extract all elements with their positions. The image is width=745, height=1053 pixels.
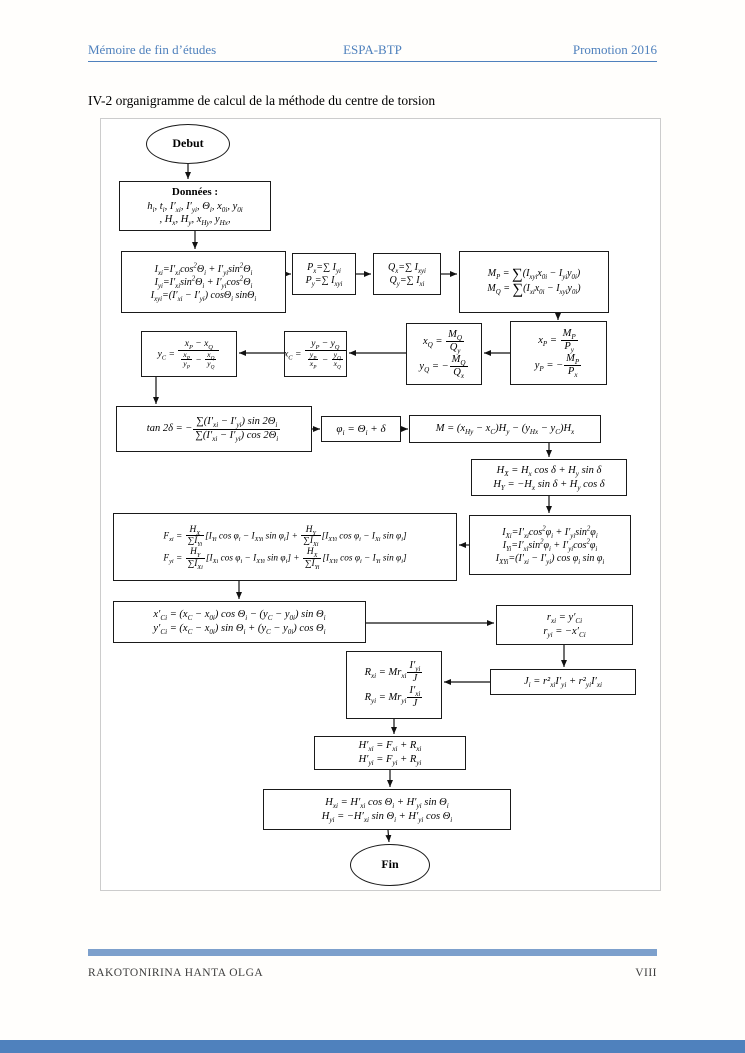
node-inertia-local: Ixi=I′xicos2Θi + I′yisin2Θi Iyi=I′xisin2… — [121, 251, 286, 313]
node-translation-forces: Fxi = HX∑IYi[IYi cos φi − IXYi sin φi] +… — [113, 513, 457, 581]
formula-line: Ji = r²xiI′yi + r²yiI′xi — [523, 676, 603, 690]
bottom-accent-bar — [0, 1040, 745, 1053]
formula-line: φi = Θi + δ — [336, 422, 386, 438]
formula-line: H′yi = Fyi + Ryi — [358, 754, 422, 768]
page-header: Mémoire de fin d’études ESPA-BTP Promoti… — [88, 42, 657, 58]
formula-line: Ixyi=(I′xi − I′yi) cosΘi sinΘi — [150, 289, 257, 303]
formula-line: IXYi=(I′xi − I′yi) cos φi sin φi — [495, 552, 605, 566]
node-moment-m: M = (xHy − xC)Hy − (yHx − yC)Hx — [409, 415, 601, 443]
footer-author: RAKOTONIRINA HANTA OLGA — [88, 967, 264, 979]
node-p-sums: Px=∑ Iyi Py=∑ Ixyi — [292, 253, 356, 295]
formula-line: Fyi = HY∑IXi[IXi cos φi − IXYi sin φi] +… — [163, 547, 407, 571]
footer-rule — [88, 949, 657, 956]
start-label: Debut — [172, 136, 204, 151]
node-h-final: Hxi = H′xi cos Θi + H′yi sin Θi Hyi = −H… — [263, 789, 511, 830]
section-title: IV-2 organigramme de calcul de la méthod… — [88, 93, 436, 108]
formula-line: Iyi=I′xisin2Θi + I′yicos2Θi — [154, 275, 253, 290]
formula-line: rxi = y′Ci — [546, 612, 583, 626]
end-label: Fin — [381, 857, 399, 872]
formula-line: H′xi = Fxi + Rxi — [358, 740, 422, 754]
page-footer: RAKOTONIRINA HANTA OLGA VIII — [88, 967, 657, 979]
node-tan-2delta: tan 2δ = −∑(I′xi − I′yi) sin 2Θi∑(I′xi −… — [116, 406, 312, 452]
formula-line: HY = −Hx sin δ + Hy cos δ — [493, 478, 605, 492]
formula-line: Ixi=I′xicos2Θi + I′yisin2Θi — [154, 262, 253, 277]
formula-line: Qx=∑ Ixyi — [388, 262, 426, 275]
formula-line: Hyi = −H′xi sin Θi + H′yi cos Θi — [321, 810, 453, 824]
formula-line: MQ = ∑(Ixix0i − Ixyiy0i) — [487, 281, 581, 298]
formula-line: Qy=∑ Ixi — [389, 275, 425, 288]
formula-line: IXi=I′xicos2φi + I′yisin2φi — [502, 525, 598, 540]
node-hx-hy-rotated: HX = Hx cos δ + Hy sin δ HY = −Hx sin δ … — [471, 459, 627, 496]
node-debut: Debut — [146, 124, 230, 164]
flowchart: Debut Données : hi, ti, I′xi, I′yi, Θi, … — [100, 118, 661, 891]
header-right: Promotion 2016 — [572, 42, 657, 57]
node-phi: φi = Θi + δ — [321, 416, 401, 442]
node-q-sums: Qx=∑ Ixyi Qy=∑ Ixi — [373, 253, 441, 295]
formula-line: x′Ci = (xC − x0i) cos Θi − (yC − y0i) si… — [153, 609, 326, 623]
formula-line: MP = ∑(Ixyix0i − Iyiy0i) — [487, 266, 581, 282]
formula-line: IYi=I′xisin2φi + I′yicos2φi — [502, 538, 598, 553]
formula-line: Px=∑ Iyi — [307, 262, 341, 275]
node-inertia-rotated: IXi=I′xicos2φi + I′yisin2φi IYi=I′xisin2… — [469, 515, 631, 575]
donnees-title: Données : — [171, 186, 219, 199]
formula-line: ryi = −x′Ci — [543, 626, 586, 640]
node-mp-mq: MP = ∑(Ixyix0i − Iyiy0i) MQ = ∑(Ixix0i −… — [459, 251, 609, 313]
formula-line: y′Ci = (xC − x0i) sin Θi + (yC − y0i) co… — [153, 623, 326, 637]
footer-page-number: VIII — [635, 967, 657, 979]
header-rule — [88, 61, 657, 62]
node-r-lever-arms: rxi = y′Ci ryi = −x′Ci — [496, 605, 633, 645]
header-left: Mémoire de fin d’études — [88, 42, 217, 57]
formula-line: M = (xHy − xC)Hy − (yHx − yC)Hx — [435, 423, 575, 437]
formula-line: , Hx, Hy, xHy, yHx, — [159, 214, 231, 228]
formula-line: tan 2δ = −∑(I′xi − I′yi) sin 2Θi∑(I′xi −… — [146, 416, 281, 443]
formula-line: Fxi = HX∑IYi[IYi cos φi − IXYi sin φi] +… — [163, 524, 407, 549]
flow-arrows — [153, 164, 567, 843]
formula-line: Hxi = H′xi cos Θi + H′yi sin Θi — [325, 796, 449, 810]
formula-line: HX = Hx cos δ + Hy sin δ — [496, 464, 602, 478]
header-center: ESPA-BTP — [343, 42, 402, 57]
node-ji: Ji = r²xiI′yi + r²yiI′xi — [490, 669, 636, 695]
node-donnees: Données : hi, ti, I′xi, I′yi, Θi, x0i, y… — [119, 181, 271, 231]
node-xci-yci: x′Ci = (xC − x0i) cos Θi − (yC − y0i) si… — [113, 601, 366, 643]
formula-line: Py=∑ Ixyi — [305, 275, 343, 288]
node-fin: Fin — [350, 844, 430, 886]
formula-line: hi, ti, I′xi, I′yi, Θi, x0i, y0i — [147, 200, 243, 214]
node-h-prime: H′xi = Fxi + Rxi H′yi = Fyi + Ryi — [314, 736, 466, 770]
